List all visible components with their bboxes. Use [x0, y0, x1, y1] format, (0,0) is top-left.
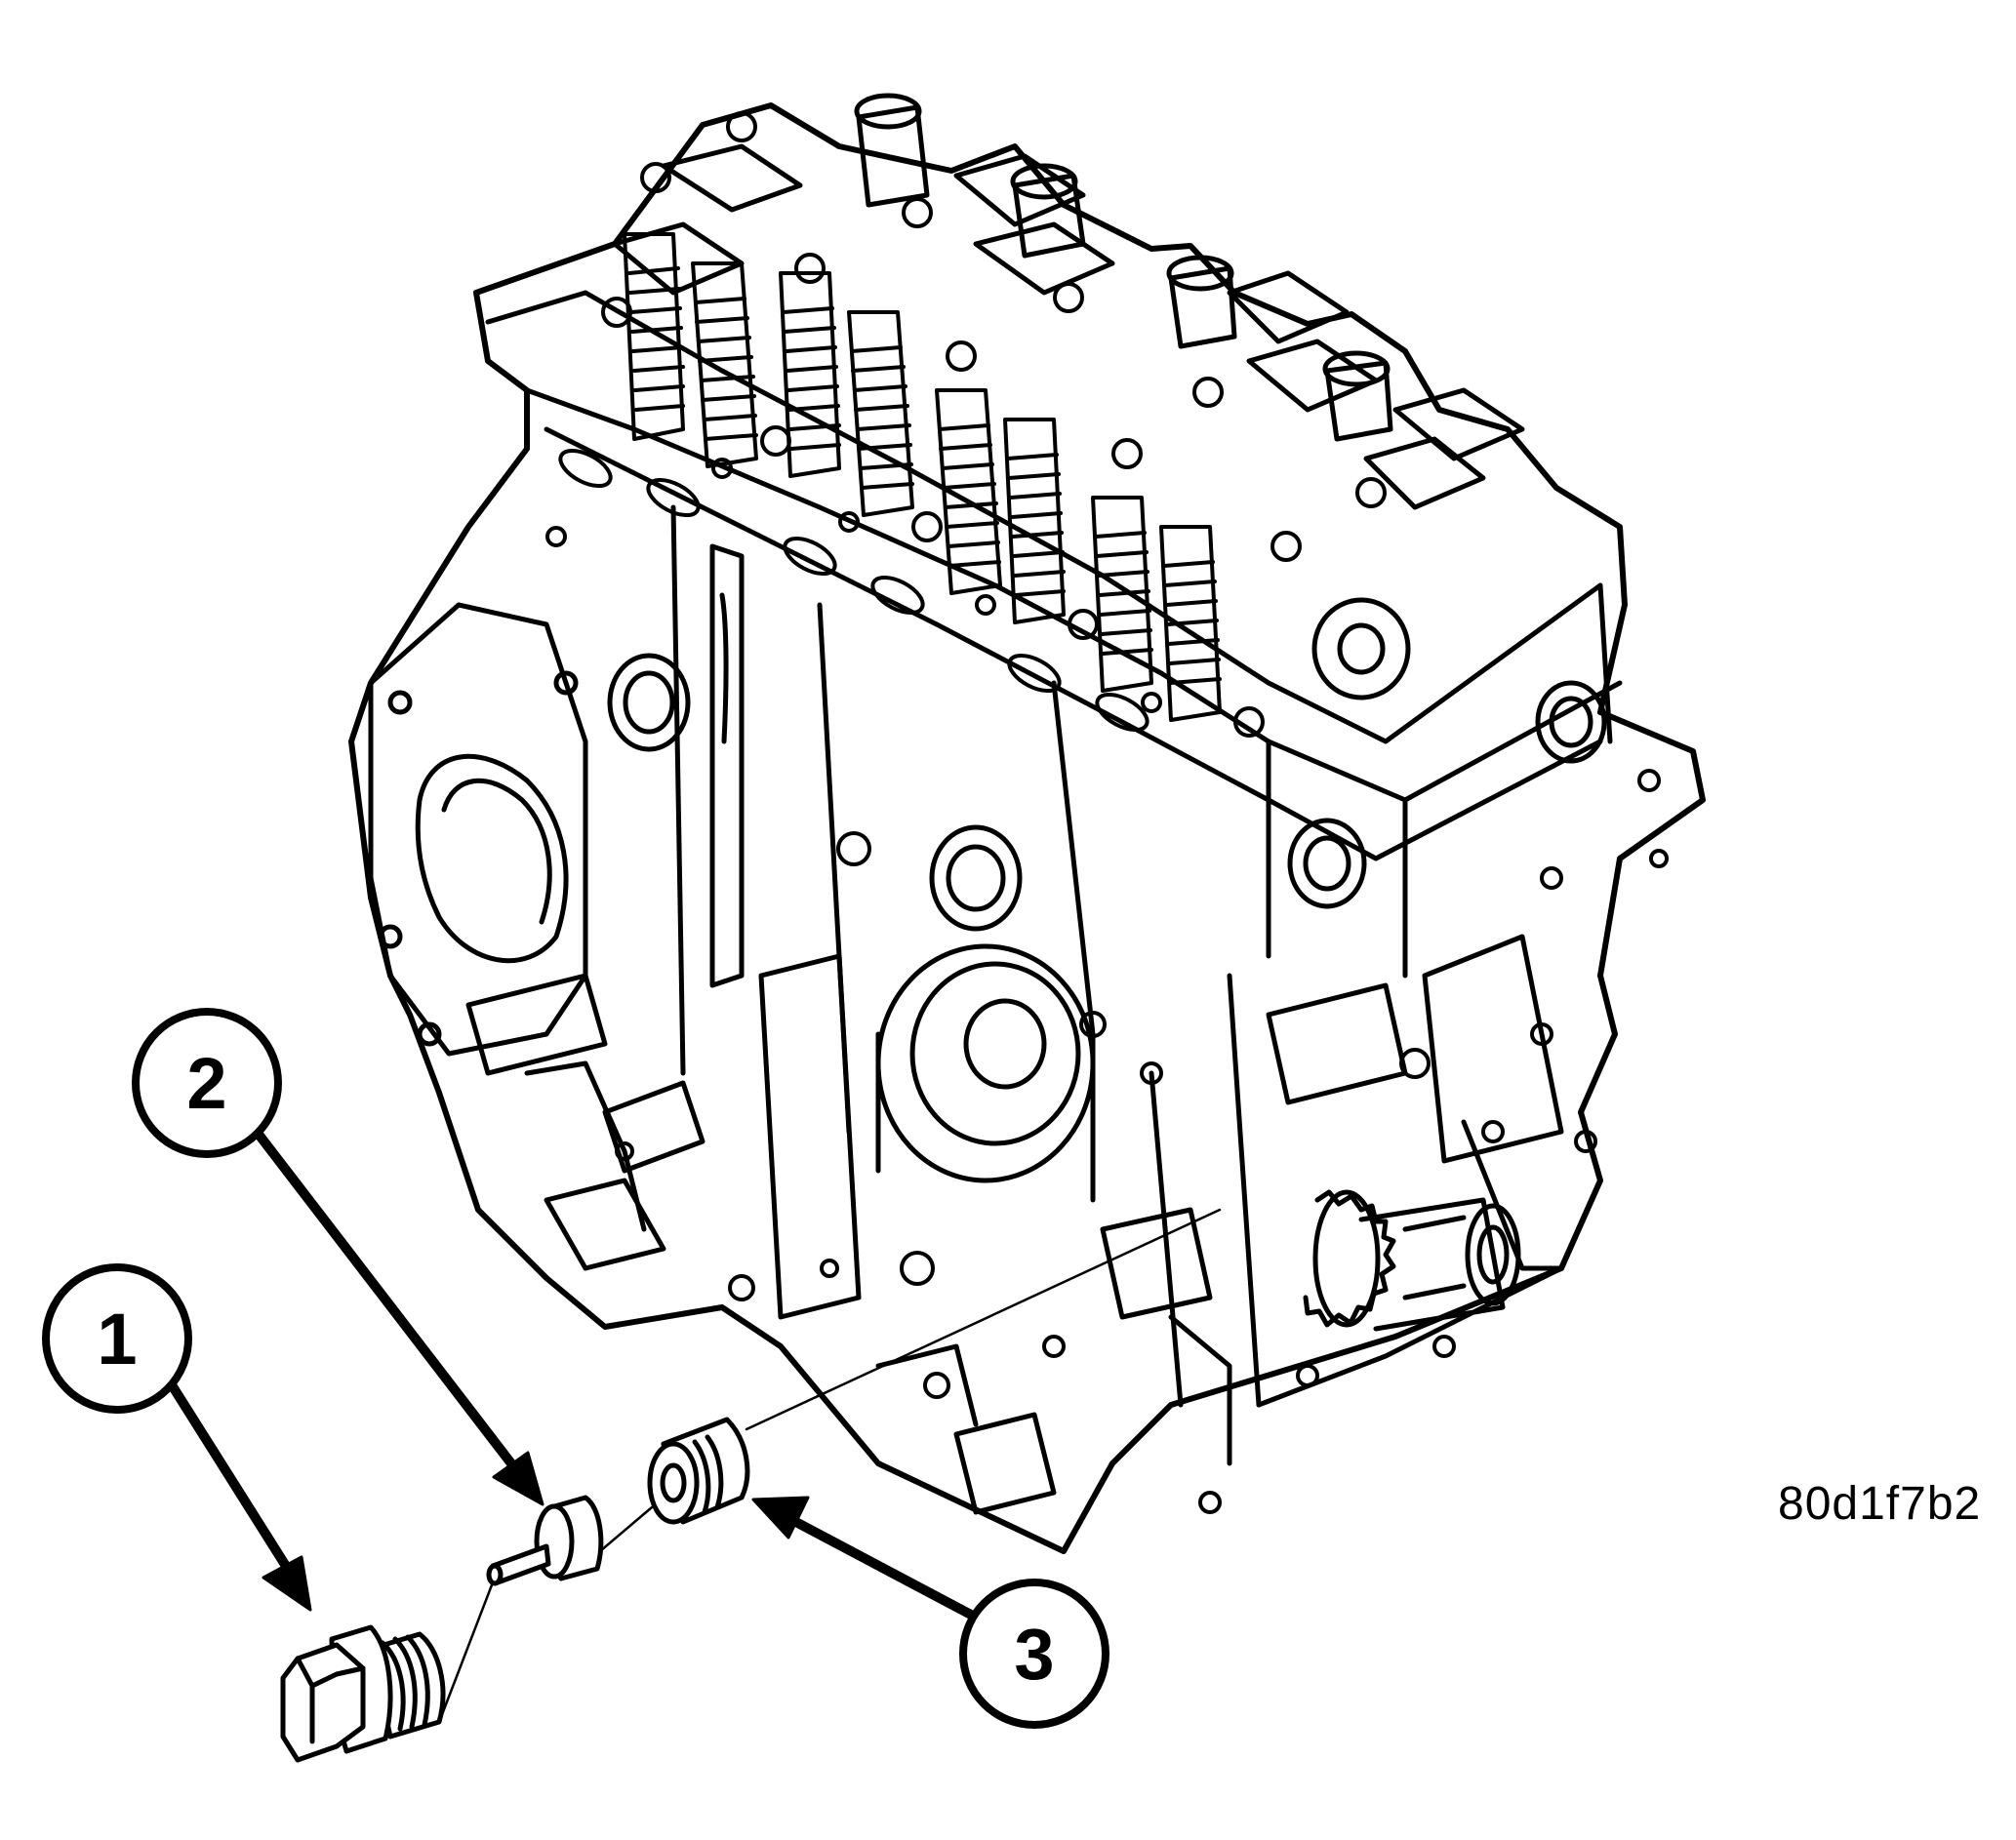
- alignment-lines: [439, 1208, 1222, 1719]
- lower-block: [465, 934, 1564, 1515]
- callout-circle-3: [959, 1579, 1109, 1729]
- head-gasket-line: [544, 426, 1603, 861]
- axis-line-plug: [439, 1580, 495, 1719]
- callout-number-1: 1: [97, 1299, 137, 1380]
- arrowhead-1-icon: [262, 1555, 312, 1612]
- cam-caps: [612, 143, 1525, 510]
- leader-3: [786, 1514, 976, 1620]
- head-ports: [545, 448, 1162, 733]
- block-rib: [709, 543, 745, 988]
- coolant-ports: [607, 597, 1607, 932]
- leader-2: [252, 1127, 522, 1476]
- pin-plug-icon: [486, 1495, 604, 1586]
- engine-block-icon: [348, 93, 1706, 1554]
- valve-springs: [623, 232, 1222, 722]
- callout-3: 3: [959, 1579, 1109, 1729]
- callout-circle-2: [132, 1008, 282, 1158]
- oil-pump-housing: [875, 943, 1096, 1203]
- leader-arrows: [166, 1127, 976, 1620]
- callout-circle-1: [42, 1263, 192, 1414]
- arrowhead-3-icon: [751, 1496, 810, 1540]
- leader-1: [166, 1379, 294, 1576]
- block-holes: [615, 769, 1669, 1514]
- sleeve-icon: [647, 1417, 750, 1525]
- figure-code: 80d1f7b2: [1778, 1478, 1982, 1530]
- arrowhead-2-icon: [492, 1451, 544, 1506]
- hex-plug-icon: [280, 1624, 446, 1763]
- callout-2: 2: [132, 1008, 282, 1158]
- head-top-edge: [485, 290, 1603, 744]
- callout-number-3: 3: [1014, 1614, 1054, 1695]
- axis-line-pin-sleeve: [598, 1505, 654, 1553]
- head-bolts: [601, 111, 1387, 738]
- head-front-face: [1266, 582, 1613, 979]
- callout-number-2: 2: [186, 1043, 226, 1124]
- transmission-flange: [368, 602, 588, 1057]
- callout-1: 1: [42, 1263, 192, 1414]
- camshaft-stubs: [854, 93, 1393, 442]
- head-lower-edge: [524, 387, 1623, 803]
- axis-line-sleeve-block: [745, 1208, 1222, 1431]
- engine-outline: [348, 102, 1706, 1554]
- crankshaft-gear: [1303, 1189, 1521, 1332]
